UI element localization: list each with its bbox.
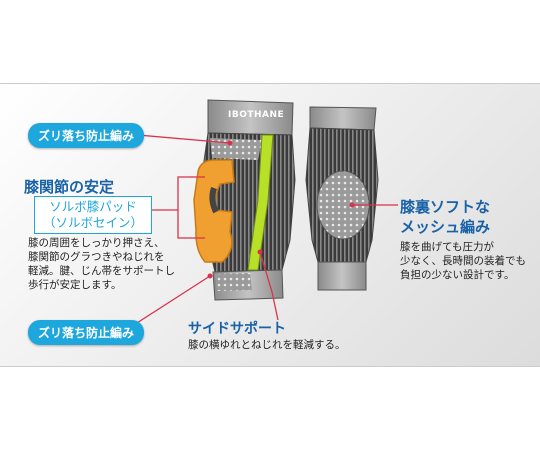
solbo-pad-box: ソルボ膝パッド （ソルボセイン） (34, 196, 152, 234)
front-knee-support (193, 99, 296, 301)
side-support-stripe (247, 134, 274, 271)
callout-dots (207, 140, 355, 279)
anti-slip-bottom-badge: ズリ落ち防止編み (28, 320, 145, 345)
anti-slip-top-badge: ズリ落ち防止編み (28, 123, 145, 148)
mesh-panel-lower (215, 273, 252, 291)
mesh-description: 膝を曲げても圧力が 少なく、長時間の装着でも 負担の少ない設計です。 (400, 241, 526, 281)
stability-description: 膝の周囲をしっかり押さえ、 膝関節のグラつきやねじれを 軽減。腱、じん帯をサポー… (28, 237, 175, 291)
pad-name: ソルボ膝パッド (49, 199, 137, 214)
patella-opening (209, 187, 219, 214)
brand-label: IBOTHANE (228, 110, 285, 120)
side-support-description: 膝の横ゆれとねじれを軽減する。 (188, 339, 346, 351)
callout-lines (125, 133, 398, 331)
stability-heading: 膝関節の安定 (24, 178, 115, 196)
pad-material: （ソルボセイン） (43, 215, 144, 230)
mesh-heading: 膝裏ソフトな メッシュ編み (400, 198, 491, 236)
side-support-heading: サイドサポート (188, 321, 286, 337)
mesh-panel-upper (210, 138, 262, 160)
back-knee-support (305, 106, 379, 291)
